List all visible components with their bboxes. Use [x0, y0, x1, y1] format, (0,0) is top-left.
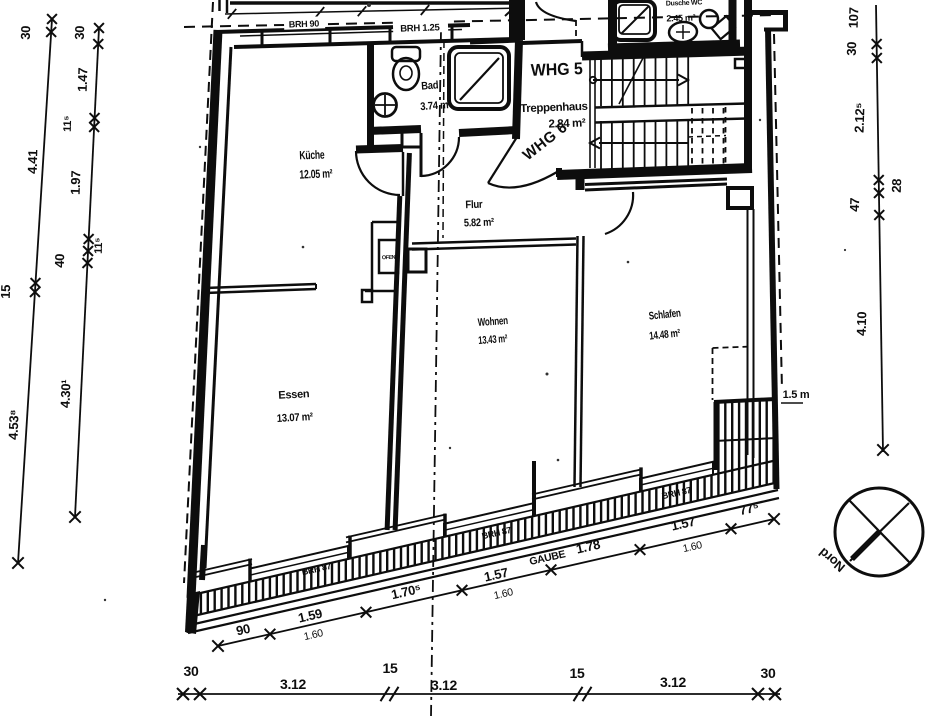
svg-text:WHG 5: WHG 5 — [530, 59, 583, 80]
svg-text:1.78: 1.78 — [575, 537, 602, 557]
svg-text:12.05 m²: 12.05 m² — [299, 166, 333, 181]
svg-text:1.60: 1.60 — [303, 627, 325, 643]
svg-text:30: 30 — [72, 26, 87, 40]
svg-text:Bad: Bad — [421, 79, 439, 92]
svg-text:1.47: 1.47 — [75, 67, 91, 92]
svg-text:1.57: 1.57 — [670, 514, 697, 534]
svg-text:Dusche WC: Dusche WC — [666, 0, 703, 8]
svg-text:28: 28 — [889, 179, 904, 193]
svg-text:30: 30 — [761, 665, 776, 681]
svg-text:2.45 m²: 2.45 m² — [666, 12, 696, 23]
svg-text:Schlafen: Schlafen — [648, 307, 682, 322]
svg-text:30: 30 — [18, 26, 33, 40]
svg-text:3.74 m²: 3.74 m² — [420, 99, 452, 113]
svg-text:30: 30 — [844, 42, 859, 56]
svg-text:15: 15 — [0, 285, 13, 299]
svg-text:BRH 90: BRH 90 — [289, 18, 320, 29]
svg-text:Flur: Flur — [465, 199, 483, 212]
svg-text:2.12⁵: 2.12⁵ — [851, 102, 867, 133]
svg-text:4.53⁸: 4.53⁸ — [5, 409, 21, 440]
svg-text:4.41: 4.41 — [25, 149, 41, 174]
svg-text:13.07 m²: 13.07 m² — [277, 411, 314, 425]
svg-text:15: 15 — [383, 660, 398, 676]
svg-text:30: 30 — [184, 663, 199, 679]
svg-text:1.5 m: 1.5 m — [783, 389, 810, 401]
svg-text:1.97: 1.97 — [68, 170, 84, 195]
svg-text:Essen: Essen — [278, 388, 310, 402]
svg-text:11⁵: 11⁵ — [62, 116, 75, 132]
svg-text:107: 107 — [846, 7, 862, 28]
svg-text:BRH 1.25: BRH 1.25 — [400, 22, 441, 34]
svg-text:1.57: 1.57 — [483, 565, 510, 585]
svg-text:40: 40 — [52, 254, 67, 268]
svg-text:13.43 m²: 13.43 m² — [478, 333, 508, 347]
svg-text:11⁵: 11⁵ — [93, 238, 106, 254]
svg-text:5.82 m²: 5.82 m² — [464, 216, 495, 229]
svg-text:1.70⁵: 1.70⁵ — [390, 581, 423, 602]
svg-text:4.10: 4.10 — [854, 311, 870, 336]
svg-text:77⁵: 77⁵ — [738, 499, 761, 518]
svg-text:Treppenhaus: Treppenhaus — [520, 101, 588, 115]
svg-text:4.30¹: 4.30¹ — [58, 380, 74, 409]
svg-text:1.59: 1.59 — [297, 606, 324, 626]
svg-text:Wohnen: Wohnen — [477, 315, 508, 329]
svg-text:Küche: Küche — [299, 148, 325, 163]
svg-text:3.12: 3.12 — [660, 674, 687, 690]
svg-text:3.12: 3.12 — [431, 677, 458, 693]
svg-text:90: 90 — [235, 621, 252, 639]
svg-text:1.60: 1.60 — [682, 539, 704, 555]
svg-text:14.48 m²: 14.48 m² — [649, 327, 682, 342]
svg-text:3.12: 3.12 — [280, 676, 307, 692]
svg-text:47: 47 — [847, 198, 862, 212]
svg-text:OFEN: OFEN — [382, 255, 396, 261]
svg-text:15: 15 — [570, 665, 585, 681]
svg-text:2.84 m²: 2.84 m² — [548, 117, 586, 130]
svg-text:1.60: 1.60 — [493, 586, 515, 602]
